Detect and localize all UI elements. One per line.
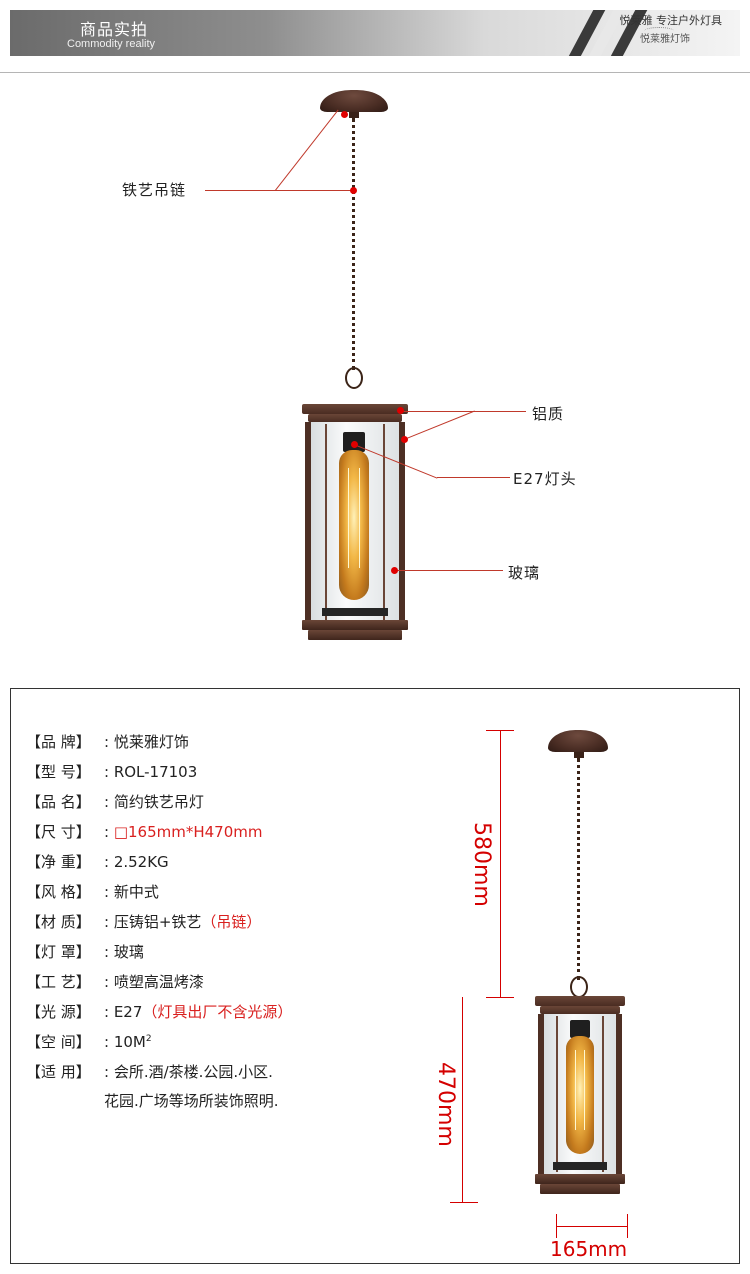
canopy	[548, 730, 608, 752]
callout-line	[395, 570, 503, 571]
canopy	[320, 90, 388, 112]
inner-post	[602, 1016, 604, 1172]
label-chain: 铁艺吊链	[122, 181, 187, 199]
base-plate	[322, 608, 388, 616]
bulb	[339, 450, 369, 600]
chain	[352, 118, 356, 370]
dim-tick	[556, 1214, 557, 1238]
lamp-frame	[538, 1014, 622, 1174]
product-photo-lamp	[300, 88, 410, 648]
label-material: 铝质	[532, 405, 565, 423]
spec-row: 【尺 寸】: □165mm*H470mm	[26, 823, 263, 841]
lamp-roof-lower	[308, 414, 402, 422]
lamp-base	[302, 620, 408, 630]
callout-line	[205, 190, 353, 191]
label-socket: E27灯头	[513, 470, 577, 488]
header-banner: 商品实拍 Commodity reality 悦莱雅 专注户外灯具 悦莱雅灯饰	[10, 10, 740, 56]
callout-dot	[351, 441, 358, 448]
section-subtitle: Commodity reality	[67, 38, 156, 50]
product-diagram-lamp	[535, 730, 625, 1210]
spec-row: 【光 源】: E27（灯具出厂不含光源）	[26, 1003, 293, 1021]
superscript: 2	[145, 1034, 152, 1044]
divider	[0, 72, 750, 73]
spec-row: 【净 重】: 2.52KG	[26, 853, 169, 871]
chain-ring	[345, 367, 363, 389]
label-glass: 玻璃	[508, 564, 541, 582]
socket	[570, 1020, 590, 1038]
callout-line	[404, 410, 475, 440]
inner-post	[556, 1016, 558, 1172]
spec-row: 【适 用】: 会所.酒/茶楼.公园.小区.	[26, 1063, 273, 1081]
lamp-base-lower	[308, 630, 402, 640]
spec-row: 【工 艺】: 喷塑高温烤漆	[26, 973, 204, 991]
callout-line	[400, 411, 526, 412]
callout-dot	[397, 407, 404, 414]
callout-dot	[341, 111, 348, 118]
lamp-roof-lower	[540, 1006, 620, 1014]
spec-box: 【品 牌】: 悦莱雅灯饰 【型 号】: ROL-17103 【品 名】: 简约铁…	[10, 688, 740, 1264]
dim-line-body	[462, 997, 463, 1202]
spec-row: 【空 间】: 10M2	[26, 1033, 152, 1051]
dim-label-body: 470mm	[433, 1062, 458, 1147]
inner-post	[325, 424, 327, 620]
canopy-stem	[349, 112, 359, 118]
canopy-stem	[574, 752, 584, 758]
brand-slogan: 悦莱雅 专注户外灯具	[619, 14, 723, 27]
crown-icon	[644, 27, 674, 35]
dim-tick	[486, 997, 514, 998]
callout-line	[437, 477, 510, 478]
dim-tick	[486, 730, 514, 731]
spec-row: 【品 牌】: 悦莱雅灯饰	[26, 733, 189, 751]
spec-row: 【材 质】: 压铸铝+铁艺（吊链）	[26, 913, 262, 931]
dim-tick	[450, 1202, 478, 1203]
dim-line-chain	[500, 730, 501, 998]
callout-dot	[401, 436, 408, 443]
callout-dot	[391, 567, 398, 574]
spec-row: 【品 名】: 简约铁艺吊灯	[26, 793, 204, 811]
brand-logo: 悦莱雅灯饰	[640, 34, 690, 45]
section-title: 商品实拍	[80, 20, 149, 39]
lamp-frame	[305, 422, 405, 622]
lamp-base	[535, 1174, 625, 1184]
dim-label-width: 165mm	[550, 1237, 628, 1261]
lamp-roof	[535, 996, 625, 1006]
bulb	[566, 1036, 594, 1154]
spec-row: 【型 号】: ROL-17103	[26, 763, 198, 781]
chain-ring	[570, 976, 588, 998]
inner-post	[383, 424, 385, 620]
dim-label-chain: 580mm	[469, 822, 494, 907]
lamp-roof	[302, 404, 408, 414]
dim-line-width	[556, 1226, 628, 1227]
spec-continuation: 花园.广场等场所装饰照明.	[104, 1092, 279, 1110]
lamp-base-lower	[540, 1184, 620, 1194]
spec-row: 【风 格】: 新中式	[26, 883, 159, 901]
dim-tick	[627, 1214, 628, 1238]
callout-dot	[350, 187, 357, 194]
spec-row: 【灯 罩】: 玻璃	[26, 943, 144, 961]
base-plate	[553, 1162, 607, 1170]
filament	[575, 1050, 585, 1130]
chain	[577, 758, 581, 980]
filament	[348, 468, 360, 568]
